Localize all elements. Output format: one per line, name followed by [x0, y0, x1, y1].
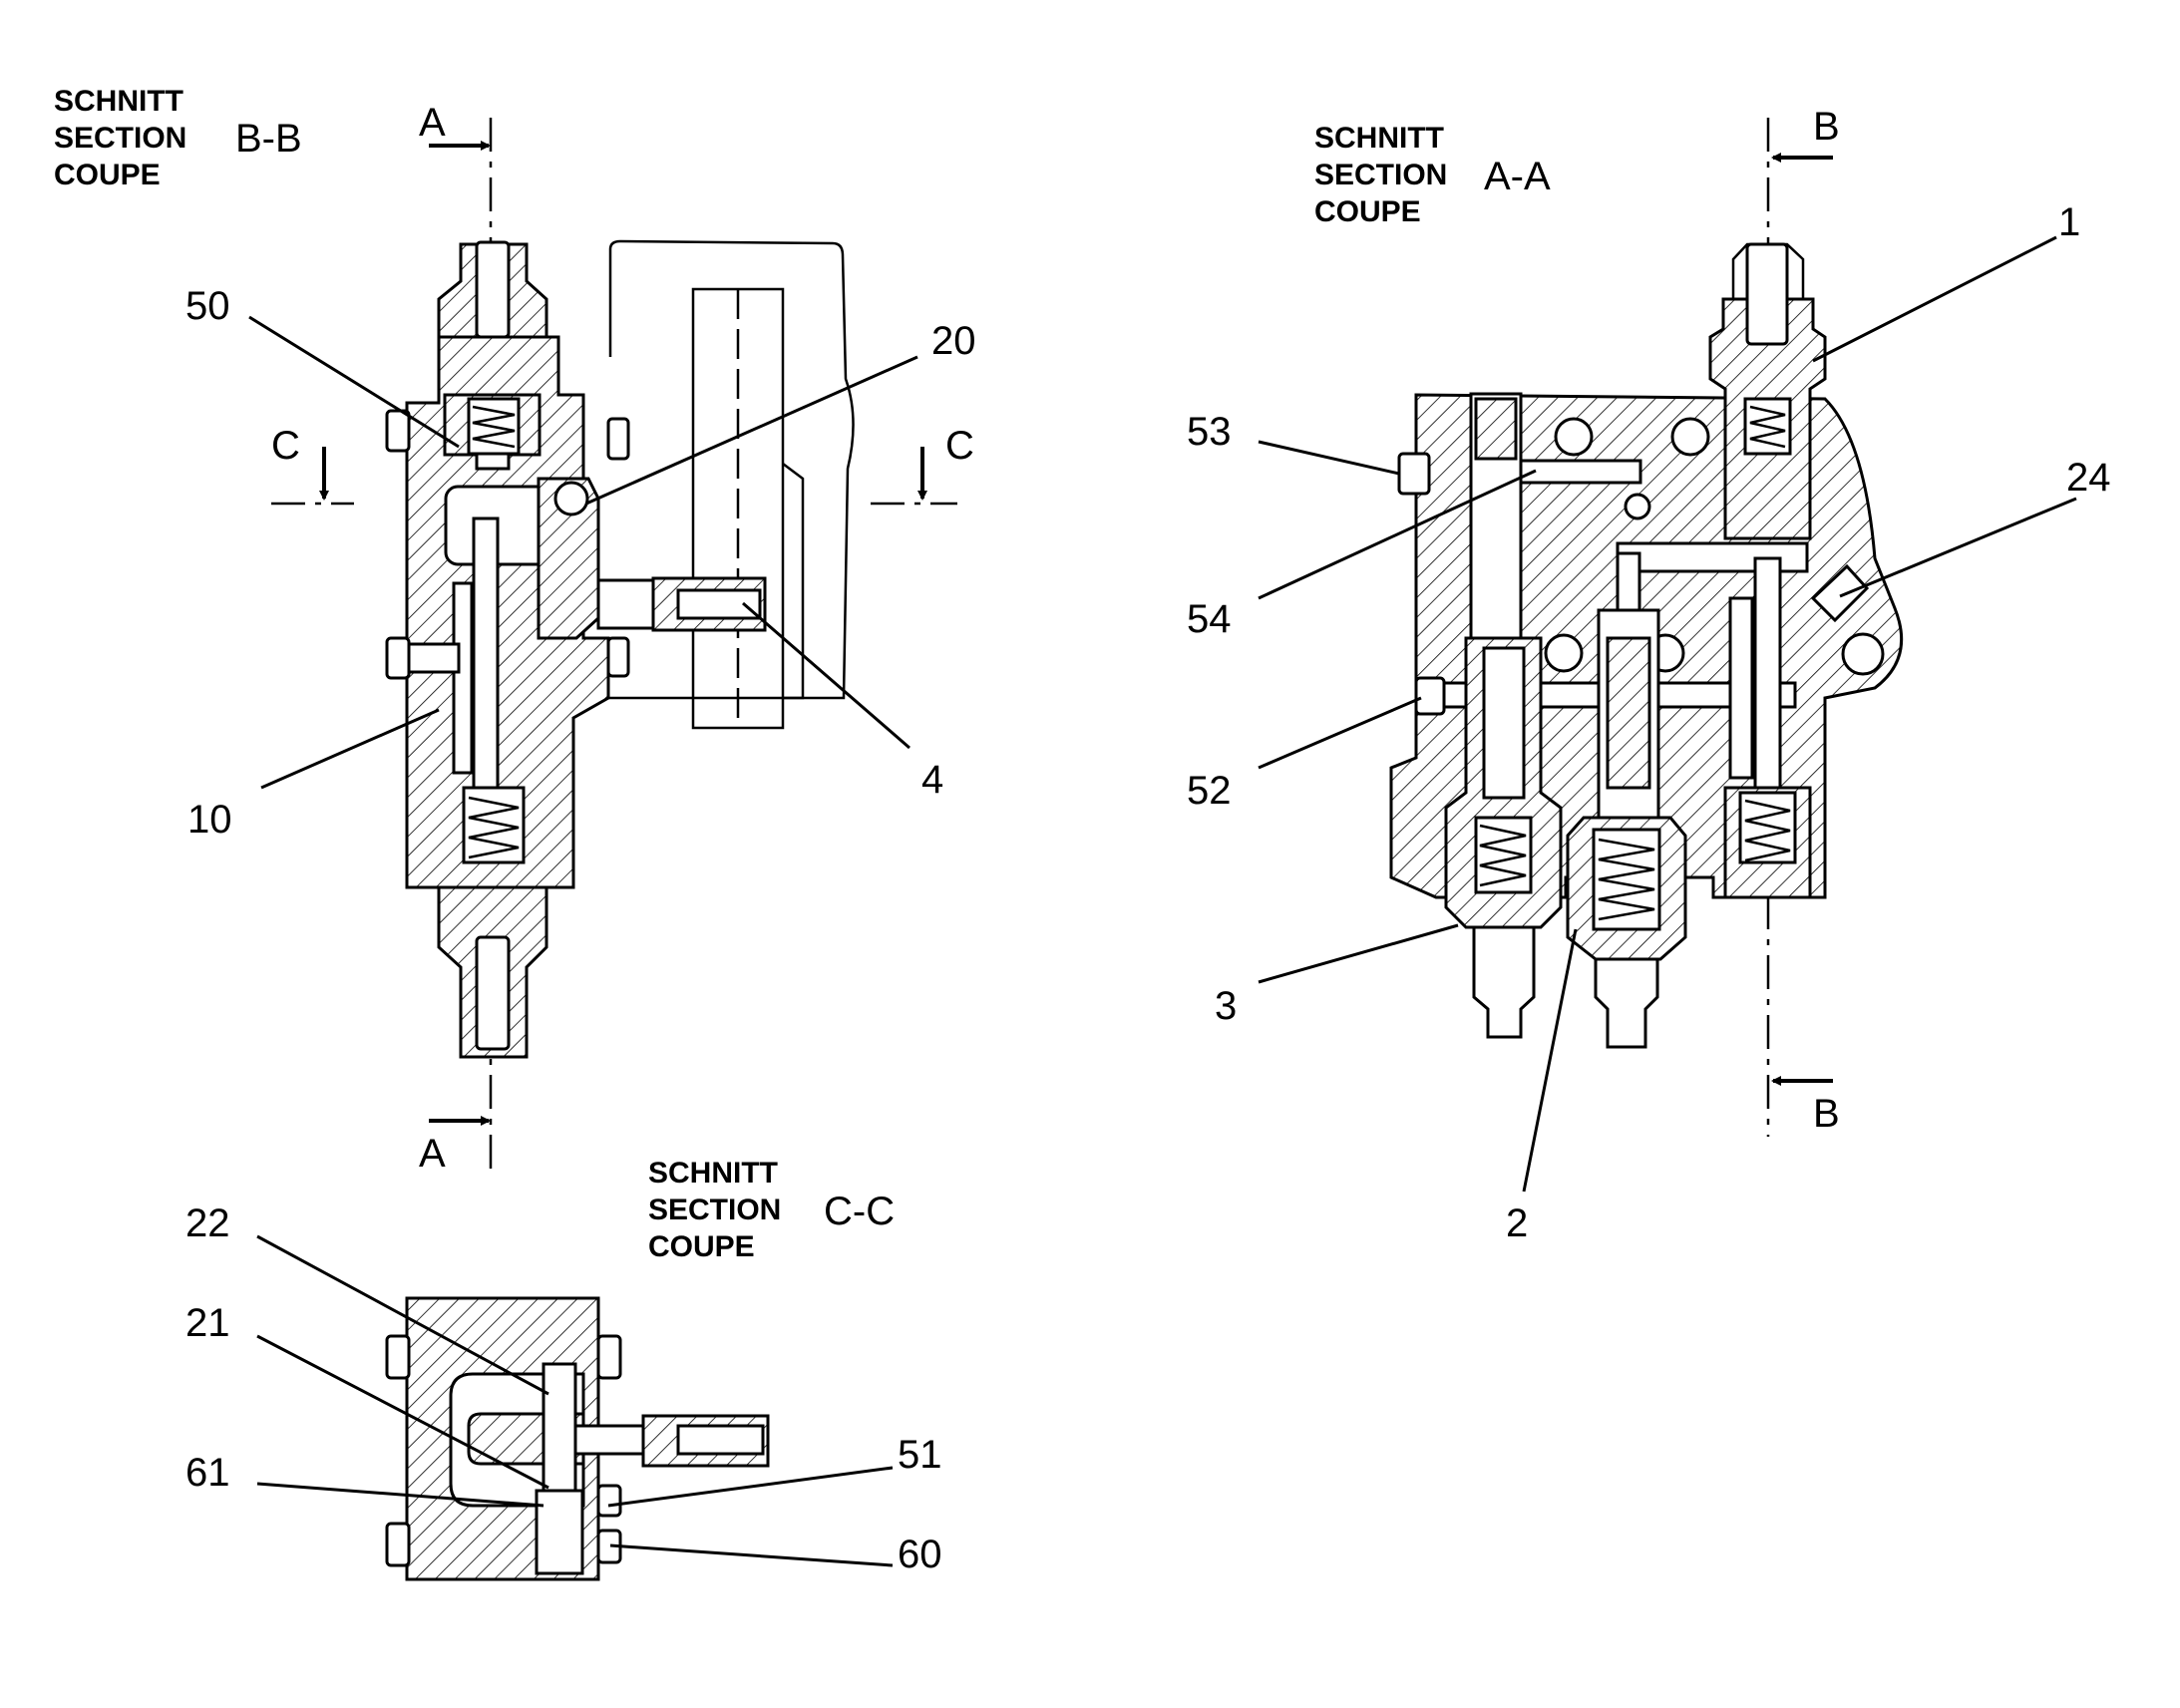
section-bb-header-line3: COUPE	[54, 159, 161, 191]
cut-mark-b-top: B	[1813, 105, 1840, 149]
cut-mark-a-top: A	[419, 101, 446, 145]
section-bb-view: SCHNITT SECTION COUPE B-B	[54, 85, 976, 1176]
section-cc-bolt-upper-right	[596, 1334, 622, 1380]
cut-mark-a-bottom: A	[419, 1132, 446, 1176]
section-cc-rod	[573, 1424, 647, 1456]
cut-mark-c-left: C	[271, 424, 300, 468]
section-aa-plug-53	[1397, 452, 1431, 496]
section-bb-bolt-upper-left	[385, 409, 411, 453]
callout-4: 4	[921, 758, 943, 802]
section-bb-bottom-spring	[462, 786, 526, 864]
section-bb-top-pin	[475, 240, 511, 339]
section-bb-bolt-upper-right	[606, 417, 630, 461]
callout-54: 54	[1187, 597, 1232, 641]
section-aa-stem-3	[1472, 925, 1536, 1039]
section-aa-plug-52	[1414, 676, 1446, 716]
section-aa-header-line2: SECTION	[1314, 159, 1447, 191]
section-bb-mounting-outline	[598, 239, 855, 700]
callout-52: 52	[1187, 769, 1232, 813]
section-cc-bolt-lower-left	[385, 1522, 411, 1567]
callout-50: 50	[185, 284, 230, 328]
callout-3: 3	[1215, 984, 1237, 1028]
section-bb-bolt-lower-right	[606, 636, 630, 678]
section-aa-port-24	[1810, 563, 1870, 623]
section-cc-title: C-C	[824, 1190, 895, 1233]
section-cc-header-line3: COUPE	[648, 1230, 755, 1263]
section-aa-header-line1: SCHNITT	[1314, 122, 1444, 155]
callout-1: 1	[2058, 200, 2080, 244]
callout-2: 2	[1506, 1201, 1528, 1245]
section-cc-view: SCHNITT SECTION COUPE C-C 22 21 61 51 60	[185, 1157, 942, 1581]
cut-mark-b-bottom: B	[1813, 1092, 1840, 1136]
callout-22: 22	[185, 1201, 230, 1245]
section-bb-bolt-lower-left	[385, 636, 411, 680]
callout-61: 61	[185, 1451, 230, 1495]
callout-20: 20	[931, 319, 976, 363]
section-aa-view: SCHNITT SECTION COUPE A-A	[1187, 105, 2111, 1245]
section-aa-title: A-A	[1484, 155, 1551, 198]
section-aa-stem-2	[1594, 957, 1659, 1049]
callout-21: 21	[185, 1301, 230, 1345]
callout-60: 60	[898, 1533, 942, 1576]
callout-51: 51	[898, 1433, 942, 1477]
section-bb-header-line1: SCHNITT	[54, 85, 183, 118]
callout-53: 53	[1187, 410, 1232, 454]
section-cc-pin-61	[535, 1489, 584, 1575]
section-bb-shaft-collar	[782, 463, 805, 700]
section-cc-header-line2: SECTION	[648, 1194, 781, 1226]
section-aa-top-pin	[1745, 242, 1789, 346]
callout-10: 10	[187, 798, 232, 842]
section-cc-header-line1: SCHNITT	[648, 1157, 778, 1190]
section-aa-header-line3: COUPE	[1314, 195, 1421, 228]
section-bb-title: B-B	[235, 117, 302, 161]
section-cc-plug-51	[596, 1484, 622, 1518]
section-bb-header-line2: SECTION	[54, 122, 186, 155]
section-cc-bolt-upper-left	[385, 1334, 411, 1380]
section-bb-bottom-pin	[475, 935, 511, 1051]
cut-mark-c-right: C	[945, 424, 974, 468]
callout-24: 24	[2066, 456, 2111, 500]
